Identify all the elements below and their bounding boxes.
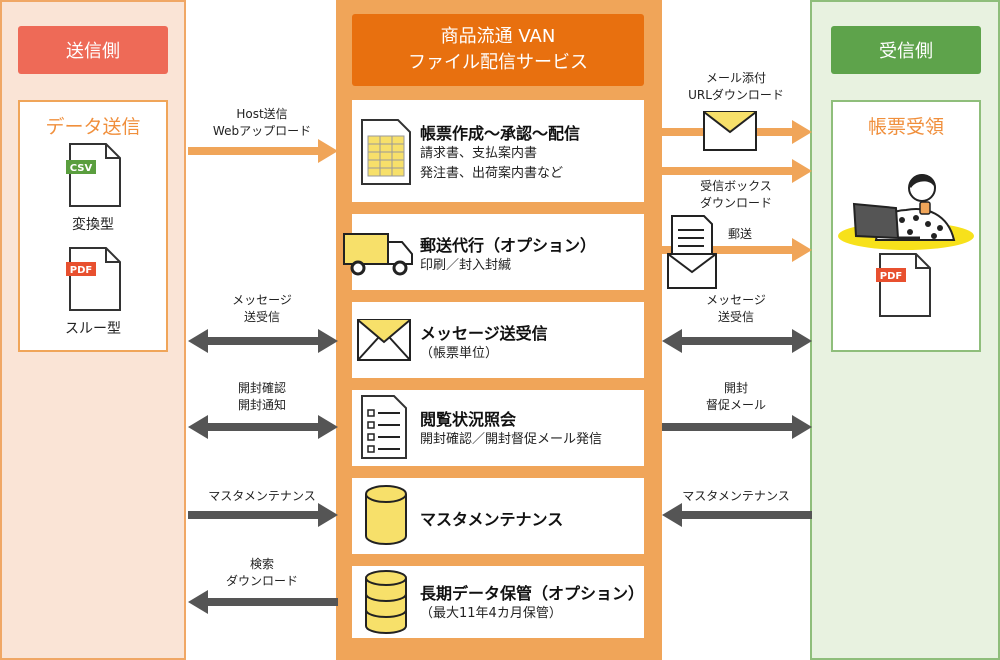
box-sub2-document-flow: 発注書、出荷案内書など — [420, 166, 564, 181]
arrow-right-open-reminder — [662, 415, 812, 439]
arrow-left-master-maintenance — [188, 503, 338, 527]
database-icon — [365, 485, 407, 545]
document-receipt-title: 帳票受領 — [867, 116, 944, 138]
left-arrow-label-search: 検索 ダウンロード — [188, 556, 336, 590]
right-arrow-label-reminder-line1: 開封 — [723, 381, 748, 395]
arrow-left-message — [188, 329, 338, 353]
box-title-master-maintenance: マスタメンテナンス — [420, 510, 564, 529]
receiver-header: 受信側 — [831, 26, 981, 74]
right-arrow-label-email-line1: メール添付 — [705, 71, 766, 85]
box-sub1-document-flow: 請求書、支払案内書 — [420, 146, 538, 161]
box-title-messaging: メッセージ送受信 — [420, 324, 548, 343]
right-arrow-label-reminder-line2: 督促メール — [705, 398, 766, 412]
right-arrow-label-master: マスタメンテナンス — [662, 488, 810, 505]
right-arrow-label-inbox-line1: 受信ボックス — [700, 179, 772, 193]
arrow-right-master-maintenance — [662, 503, 812, 527]
arrow-right-message — [662, 329, 812, 353]
box-title-mail-proxy: 郵送代行（オプション） — [420, 236, 597, 255]
arrow-left-search-download — [188, 590, 338, 614]
box-sub1-long-term-storage: （最大11年4カ月保管） — [420, 606, 562, 621]
right-arrow-label-message-line1: メッセージ — [706, 293, 766, 307]
left-arrow-label-host: Host送信 Webアップロード — [188, 106, 336, 140]
right-arrow-label-postal-line1: 郵送 — [727, 227, 752, 241]
postal-letter-icon — [667, 215, 717, 289]
box-title-view-status: 閲覧状況照会 — [420, 410, 517, 429]
right-arrow-label-message-line2: 送受信 — [717, 310, 754, 324]
left-arrow-label-host-line2: Webアップロード — [212, 124, 312, 138]
received-pdf-icon: PDF — [876, 253, 931, 317]
box-title-document-flow: 帳票作成～承認～配信 — [420, 124, 581, 143]
right-arrow-label-inbox: 受信ボックス ダウンロード — [662, 178, 810, 212]
box-sub1-messaging: （帳票単位） — [420, 346, 499, 361]
truck-icon — [343, 233, 413, 276]
csv-badge: CSV — [70, 163, 93, 174]
envelope-icon — [357, 319, 411, 361]
left-arrow-label-search-line1: 検索 — [249, 557, 274, 571]
right-arrow-label-master-line1: マスタメンテナンス — [682, 489, 790, 503]
storage-icon — [365, 570, 407, 634]
right-arrow-label-reminder: 開封 督促メール — [662, 380, 810, 414]
left-arrow-label-master: マスタメンテナンス — [188, 488, 336, 505]
service-header-line1: 商品流通 VAN — [440, 26, 556, 47]
right-arrow-label-email-line2: URLダウンロード — [688, 88, 784, 102]
mail-attachment-icon — [703, 111, 757, 151]
left-arrow-label-host-line1: Host送信 — [236, 107, 288, 121]
spreadsheet-icon — [361, 119, 411, 185]
right-arrow-label-email: メール添付 URLダウンロード — [662, 70, 810, 104]
box-title-long-term-storage: 長期データ保管（オプション） — [420, 584, 645, 603]
left-arrow-label-open-confirm: 開封確認 開封通知 — [188, 380, 336, 414]
checklist-icon — [361, 395, 407, 459]
left-arrow-label-master-line1: マスタメンテナンス — [208, 489, 316, 503]
pdf-badge: PDF — [70, 265, 92, 276]
arrow-right-inbox — [662, 159, 812, 183]
right-arrow-label-message: メッセージ 送受信 — [662, 292, 810, 326]
file-label-through: スルー型 — [65, 321, 121, 337]
received-pdf-badge: PDF — [880, 271, 902, 282]
left-arrow-label-search-line2: ダウンロード — [225, 574, 298, 588]
arrow-left-open-confirm — [188, 415, 338, 439]
service-header-line2: ファイル配信サービス — [408, 52, 588, 73]
data-send-title: データ送信 — [45, 116, 141, 138]
left-arrow-label-message-line2: 送受信 — [243, 310, 280, 324]
left-arrow-label-open-confirm-line2: 開封通知 — [237, 398, 286, 412]
box-sub1-mail-proxy: 印刷／封入封緘 — [420, 258, 512, 273]
right-arrow-label-postal: 郵送 — [720, 226, 760, 243]
left-arrow-label-message: メッセージ 送受信 — [188, 292, 336, 326]
service-header: 商品流通 VAN ファイル配信サービス — [352, 14, 644, 86]
left-arrow-label-open-confirm-line1: 開封確認 — [237, 381, 286, 395]
right-arrow-label-inbox-line2: ダウンロード — [699, 196, 772, 210]
sender-header: 送信側 — [18, 26, 168, 74]
arrow-right-postal — [662, 238, 812, 262]
left-arrow-label-message-line1: メッセージ — [232, 293, 292, 307]
person-laptop-icon — [838, 174, 974, 250]
csv-file-icon: CSV — [66, 143, 121, 207]
box-sub1-view-status: 開封確認／開封督促メール発信 — [420, 432, 603, 447]
pdf-file-icon: PDF — [66, 247, 121, 311]
file-label-convert: 変換型 — [72, 217, 114, 233]
arrow-host-send — [188, 139, 338, 163]
